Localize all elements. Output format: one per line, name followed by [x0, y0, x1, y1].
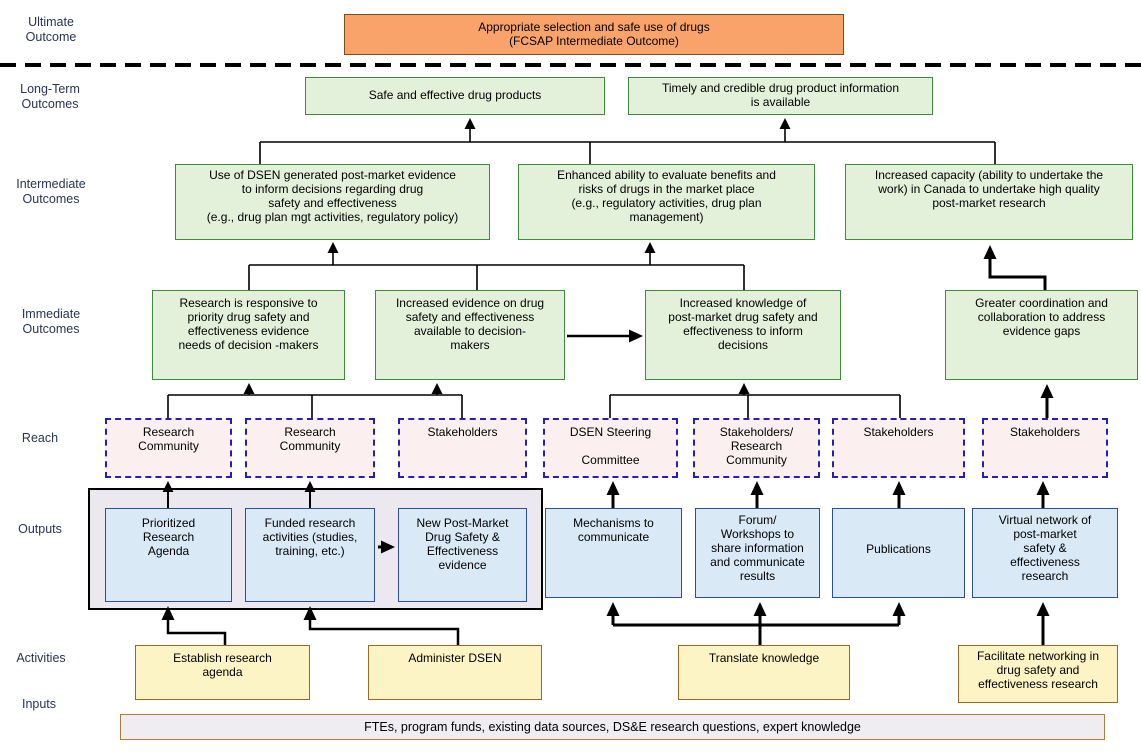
output-box-funded-research-activities: Funded research activities (studies, tra…	[245, 508, 375, 602]
intermediate-outcome-box-3: Increased capacity (ability to undertake…	[845, 164, 1133, 240]
output-box-mechanisms-to-communicate: Mechanisms to communicate	[545, 508, 682, 598]
row-label-immediate-outcomes: Immediate Outcomes	[21, 307, 81, 336]
reach-box-research-community-1: Research Community	[105, 418, 232, 478]
intermediate-outcome-box-2: Enhanced ability to evaluate benefits an…	[518, 164, 815, 240]
output-box-publications: Publications	[832, 508, 965, 598]
row-label-long-term-outcomes: Long-Term Outcomes	[20, 82, 80, 111]
output-box-prioritized-research-agenda: Prioritized Research Agenda	[105, 508, 232, 602]
activity-box-facilitate-networking: Facilitate networking in drug safety and…	[958, 645, 1118, 703]
reach-box-dsen-steering-committee: DSEN Steering Committee	[543, 418, 678, 478]
row-label-outputs: Outputs	[18, 522, 62, 536]
row-label-inputs: Inputs	[21, 697, 57, 711]
reach-box-stakeholders-3: Stakeholders	[982, 418, 1108, 478]
reach-box-stakeholders-research-community: Stakeholders/ Research Community	[693, 418, 820, 478]
activity-box-administer-dsen: Administer DSEN	[368, 645, 542, 700]
intermediate-outcome-box-1: Use of DSEN generated post-market eviden…	[175, 164, 490, 240]
row-label-ultimate-outcome: Ultimate Outcome	[25, 15, 77, 44]
row-label-reach: Reach	[21, 431, 59, 445]
reach-box-stakeholders-1: Stakeholders	[398, 418, 527, 478]
output-box-new-post-market-evidence: New Post-Market Drug Safety & Effectiven…	[398, 508, 527, 602]
reach-box-research-community-2: Research Community	[245, 418, 375, 478]
activity-box-translate-knowledge: Translate knowledge	[678, 645, 850, 700]
row-label-activities: Activities	[16, 651, 66, 665]
long-term-outcome-box-2: Timely and credible drug product informa…	[628, 77, 933, 115]
immediate-outcome-box-1: Research is responsive to priority drug …	[152, 290, 345, 380]
inputs-bar: FTEs, program funds, existing data sourc…	[120, 714, 1105, 740]
immediate-outcome-box-3: Increased knowledge of post-market drug …	[645, 290, 841, 380]
activity-box-establish-research-agenda: Establish research agenda	[135, 645, 310, 700]
row-label-intermediate-outcomes: Intermediate Outcomes	[16, 177, 86, 206]
immediate-outcome-box-2: Increased evidence on drug safety and ef…	[375, 290, 565, 380]
output-box-virtual-network: Virtual network of post-market safety & …	[972, 508, 1118, 598]
long-term-outcome-box-1: Safe and effective drug products	[305, 77, 605, 115]
output-box-forum-workshops: Forum/ Workshops to share information an…	[695, 508, 820, 598]
ultimate-outcome-box: Appropriate selection and safe use of dr…	[344, 14, 844, 55]
reach-box-stakeholders-2: Stakeholders	[832, 418, 965, 478]
immediate-outcome-box-4: Greater coordination and collaboration t…	[945, 290, 1138, 380]
